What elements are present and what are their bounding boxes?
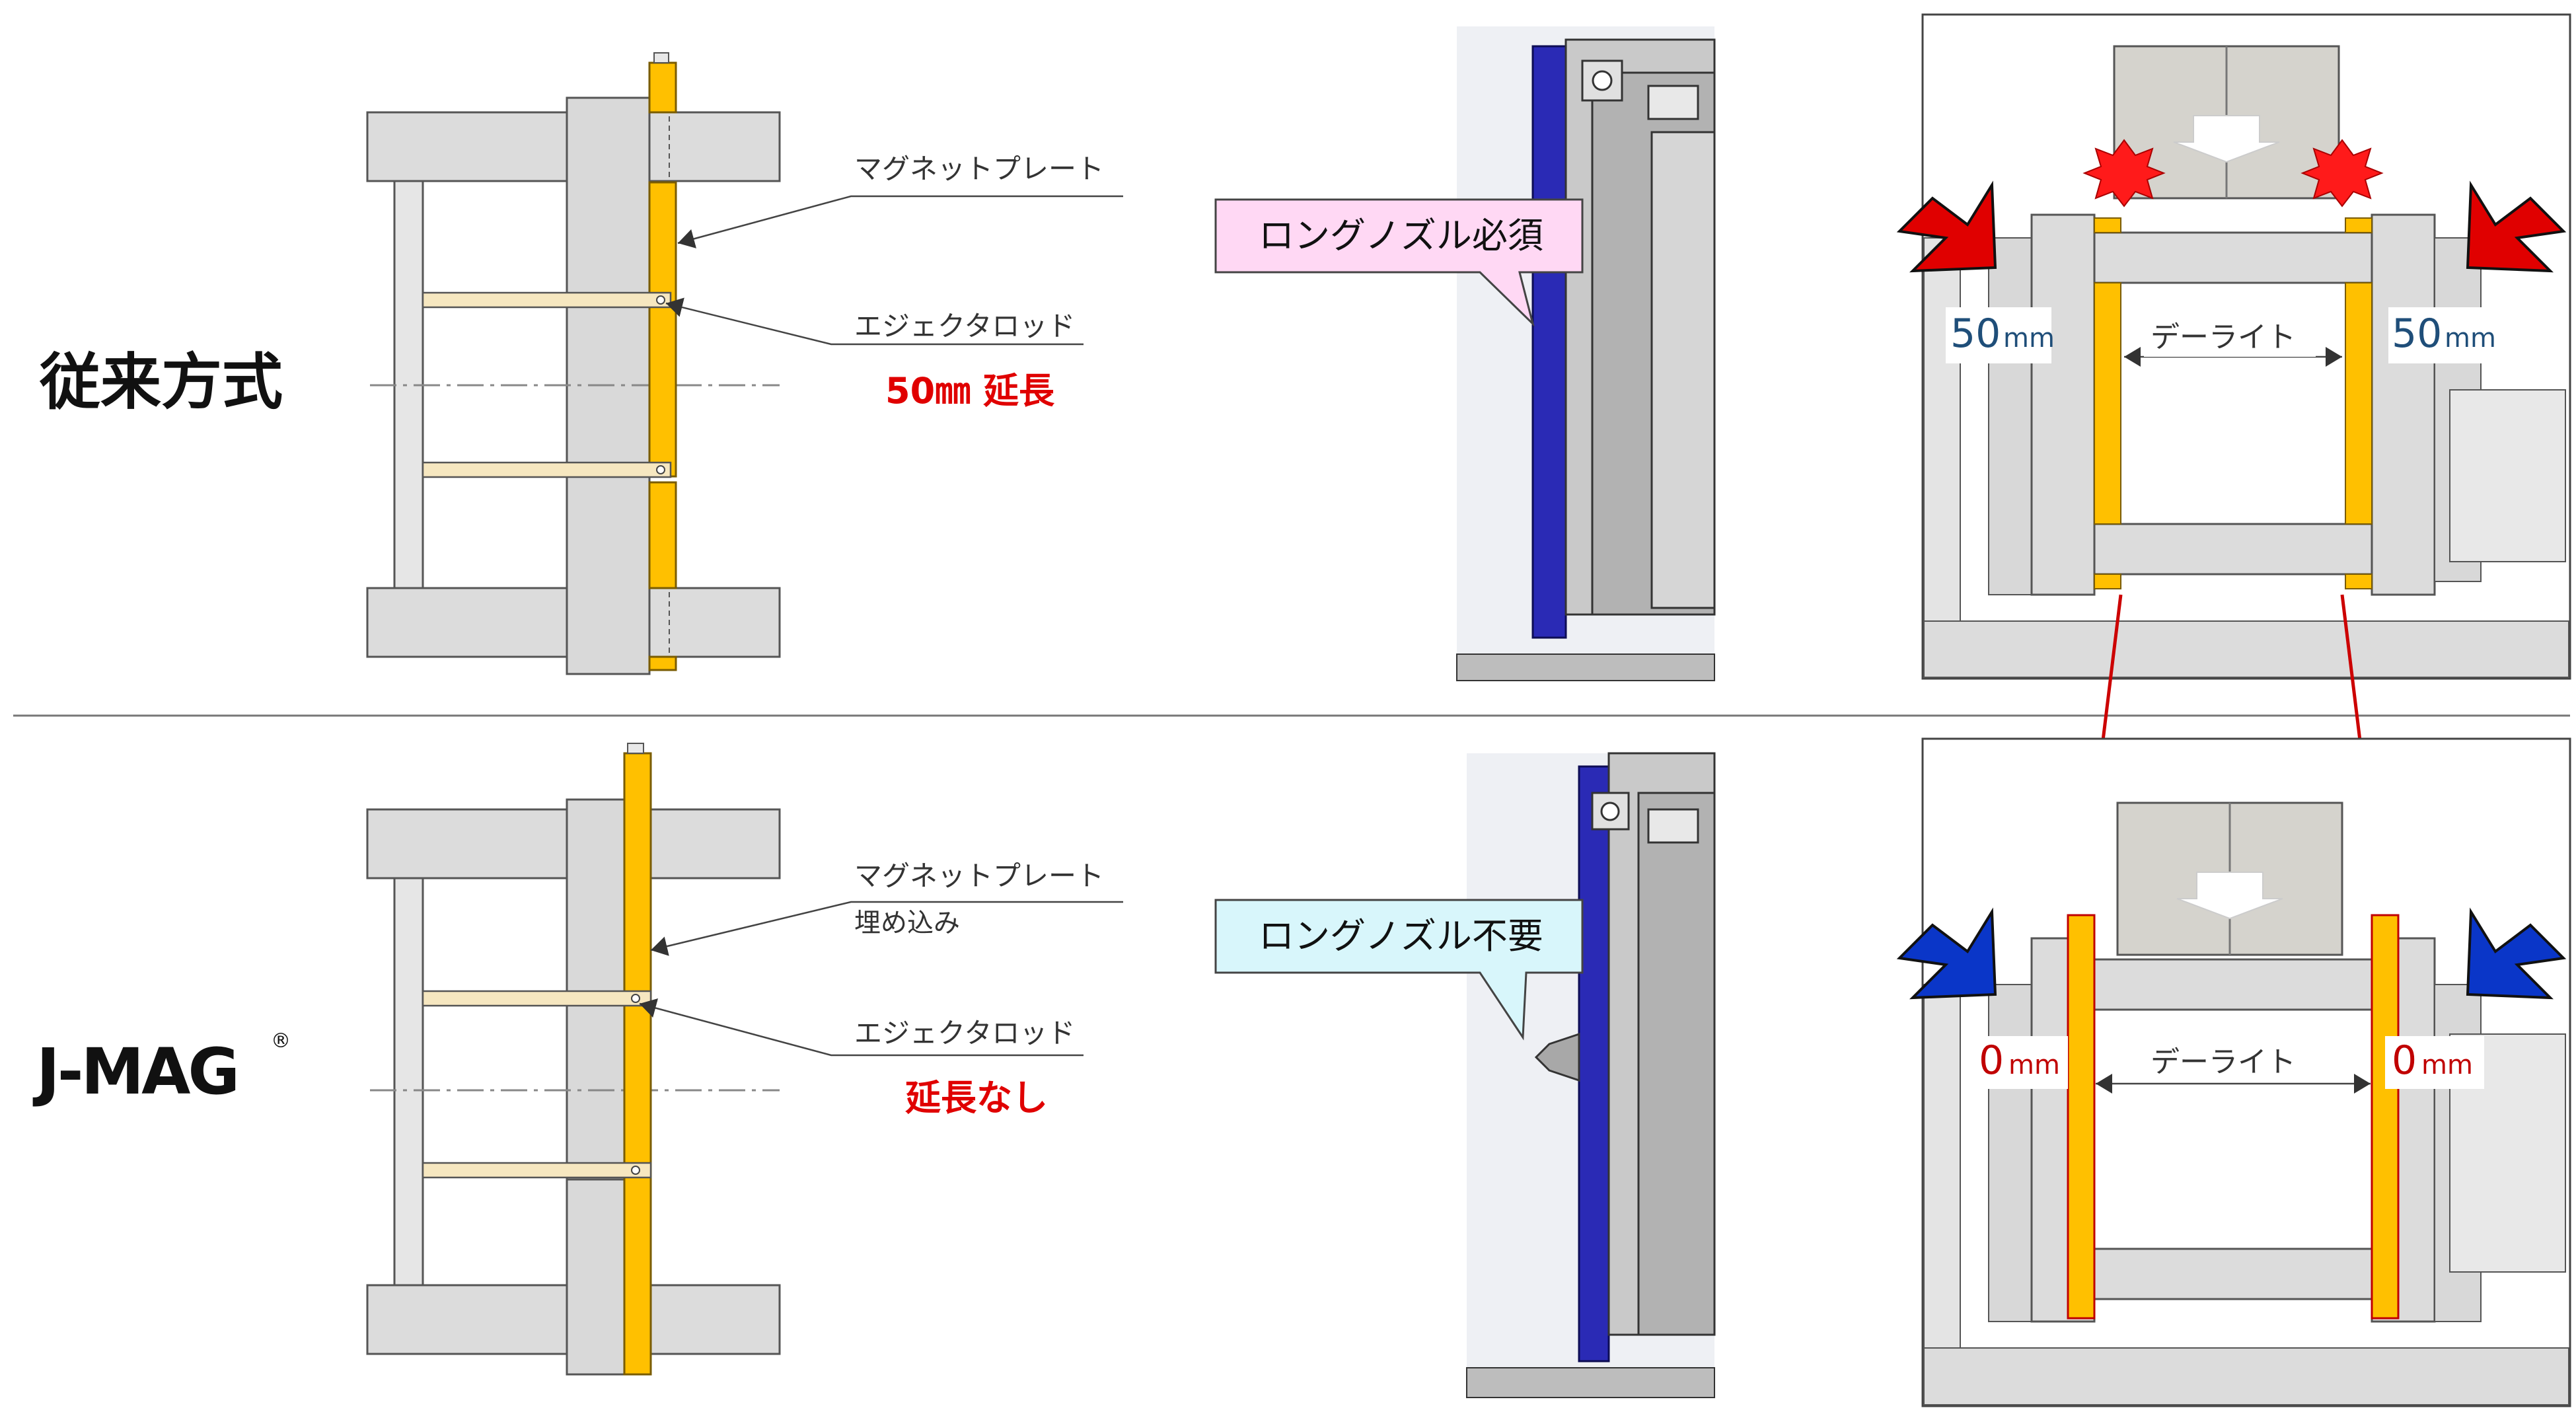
top-extension-note: 50㎜ 延長 (885, 370, 1055, 412)
bottom-plate-sub: 埋め込み (854, 908, 960, 938)
bottom-right-blue-arrow-icon (2466, 907, 2567, 1000)
top-right-dim-value: 50 (2392, 311, 2442, 357)
top-left-plate (2094, 282, 2121, 525)
bottom-method-label: J-MAG (32, 1035, 237, 1109)
top-schematic (366, 52, 1123, 675)
bottom-left-dim-value: 0 (1979, 1037, 2004, 1084)
bottom-nozzle-tip (1534, 1032, 1580, 1082)
bottom-schematic (366, 743, 1123, 1376)
bottom-right-dim-unit: mm (2421, 1050, 2473, 1080)
top-right-red-arrow-icon (2466, 180, 2567, 273)
top-magnet-plate (648, 61, 677, 114)
bottom-ejector-rod (422, 990, 652, 1007)
top-machine-render (1456, 26, 1716, 681)
bottom-rod-label: エジェクタロッド (854, 1017, 1075, 1049)
top-nozzle-callout (1214, 198, 1584, 327)
top-left-dim-value: 50 (1950, 311, 2001, 357)
top-daylight-label: デーライト (2151, 320, 2296, 354)
bottom-left-plate (2067, 914, 2096, 1320)
top-right-dim-unit: mm (2445, 323, 2496, 354)
top-left-red-arrow-icon (1896, 180, 1997, 273)
top-ejector-rod (422, 291, 672, 309)
bottom-plate-label: マグネットプレート (854, 860, 1104, 892)
bottom-nozzle-text: ロングノズル不要 (1259, 915, 1543, 957)
bottom-magnet-plate (623, 752, 652, 1376)
top-method-label: 従来方式 (39, 347, 283, 418)
top-left-dim-unit: mm (2003, 323, 2055, 354)
top-collision-burst-icon (2082, 139, 2166, 207)
bottom-left-dim-unit: mm (2008, 1050, 2060, 1080)
bottom-left-blue-arrow-icon (1896, 907, 1997, 1000)
bottom-machine-render (1466, 752, 1716, 1398)
bottom-extension-note: 延長なし (905, 1077, 1048, 1119)
bottom-right-dim-value: 0 (2392, 1037, 2417, 1084)
bottom-daylight-label: デーライト (2151, 1045, 2296, 1079)
bottom-nozzle-callout (1214, 899, 1584, 1041)
bottom-load-arrow (2176, 872, 2283, 920)
top-rod-label: エジェクタロッド (854, 310, 1075, 342)
top-load-arrow (2173, 115, 2280, 163)
top-plate-label: マグネットプレート (854, 153, 1104, 185)
bottom-registered-mark: ® (271, 1029, 291, 1053)
top-nozzle-text: ロングノズル必須 (1259, 215, 1543, 256)
